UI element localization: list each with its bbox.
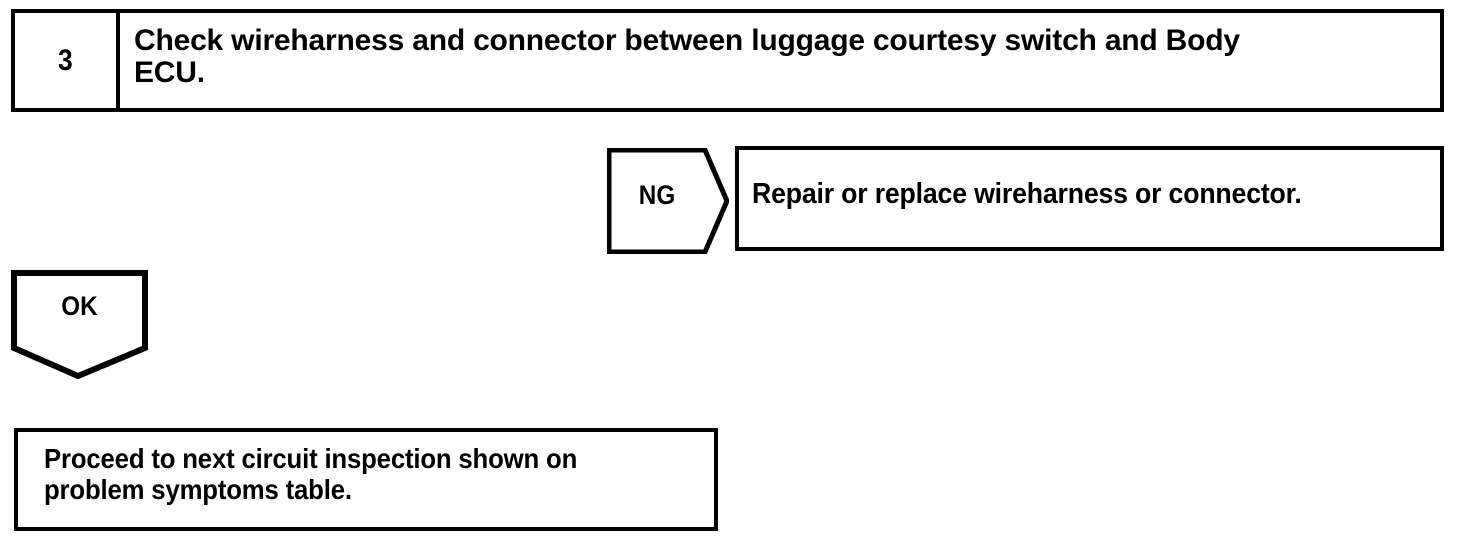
ok-pentagon-shape <box>11 270 148 379</box>
ok-result-text: Proceed to next circuit inspection shown… <box>44 443 578 505</box>
ok-result-box: Proceed to next circuit inspection shown… <box>14 428 718 531</box>
step-header-row: 3 Check wireharness and connector betwee… <box>11 9 1444 112</box>
ok-branch-label: OK <box>61 291 98 321</box>
ng-result-text: Repair or replace wireharness or connect… <box>752 178 1302 210</box>
ok-branch-pentagon <box>11 270 148 379</box>
step-number: 3 <box>58 43 73 77</box>
step-instruction-cell: Check wireharness and connector between … <box>120 13 1440 108</box>
step-instruction-text: Check wireharness and connector between … <box>134 24 1240 90</box>
ng-pentagon-shape <box>607 148 729 254</box>
ng-branch-pentagon <box>607 148 729 254</box>
ng-result-box: Repair or replace wireharness or connect… <box>735 146 1444 251</box>
ng-branch-label: NG <box>638 180 676 210</box>
step-number-cell: 3 <box>15 13 120 108</box>
